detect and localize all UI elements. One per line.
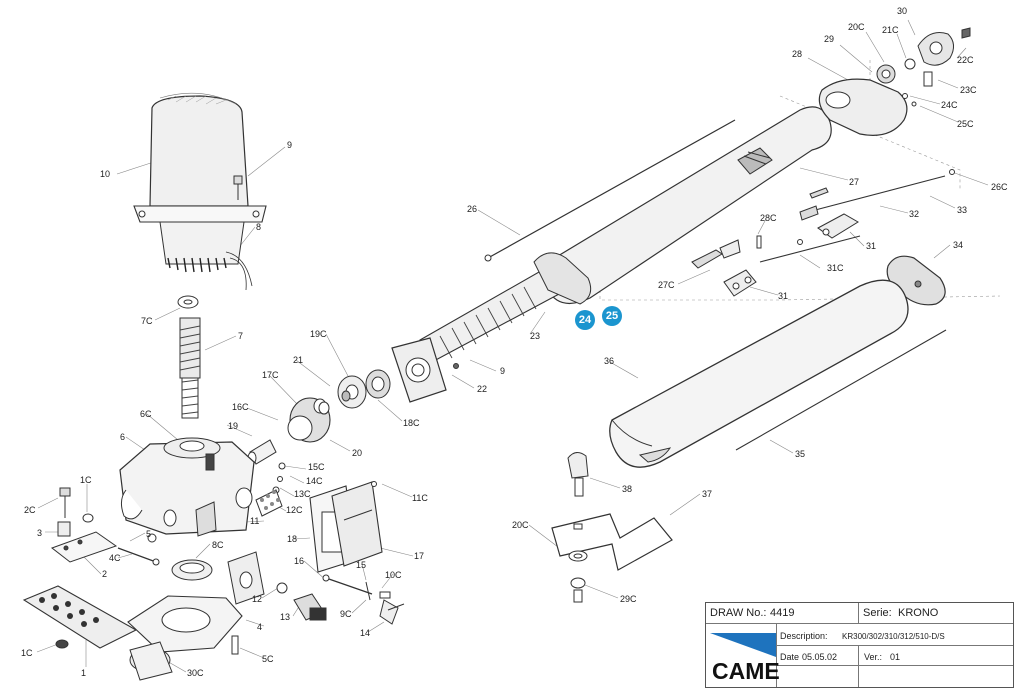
logo-text: CAME <box>712 658 780 684</box>
callout-30c: 30C <box>187 668 204 678</box>
callout-31-b: 31 <box>778 291 789 301</box>
callout-6: 6 <box>120 432 126 442</box>
callout-11c: 11C <box>412 493 428 503</box>
callout-9c: 9C <box>340 609 352 619</box>
callout-25c: 25C <box>957 119 974 129</box>
draw-number-value: 4419 <box>770 607 795 619</box>
callout-18c: 18C <box>403 418 420 428</box>
description-label: Description: <box>780 631 828 641</box>
callout-30: 30 <box>897 6 908 16</box>
callout-badge-24: 24 <box>575 310 595 330</box>
callout-29: 29 <box>824 34 835 44</box>
callout-4c: 4C <box>109 553 121 563</box>
callout-17: 17 <box>414 551 425 561</box>
callout-35: 35 <box>795 449 806 459</box>
callout-20c: 20C <box>848 22 865 32</box>
callout-14c: 14C <box>306 476 323 486</box>
callout-32: 32 <box>909 209 920 219</box>
callout-15: 15 <box>356 560 367 570</box>
callout-21c: 21C <box>882 25 899 35</box>
callout-33: 33 <box>957 205 968 215</box>
callout-23c: 23C <box>960 85 977 95</box>
callout-22: 22 <box>477 384 488 394</box>
callout-20c-bottom: 20C <box>512 520 529 530</box>
callout-10: 10 <box>100 169 111 179</box>
version-value: 01 <box>890 652 901 662</box>
callout-3: 3 <box>37 528 43 538</box>
callout-8c: 8C <box>212 540 224 550</box>
callout-7c: 7C <box>141 316 153 326</box>
callout-20: 20 <box>352 448 363 458</box>
callout-17c: 17C <box>262 370 279 380</box>
callout-37: 37 <box>702 489 713 499</box>
callout-36: 36 <box>604 356 615 366</box>
callout-14: 14 <box>360 628 371 638</box>
serie-label: Serie: <box>863 607 892 619</box>
leader-lines <box>36 19 989 673</box>
callout-13: 13 <box>280 612 291 622</box>
serie-value: KRONO <box>898 607 939 619</box>
callout-1: 1 <box>81 668 87 678</box>
callout-7: 7 <box>238 331 244 341</box>
callout-1c-top: 1C <box>80 475 92 485</box>
assembly-lines <box>599 60 1001 301</box>
callout-31-a: 31 <box>866 241 877 251</box>
callout-19: 19 <box>228 421 239 431</box>
callout-2: 2 <box>102 569 108 579</box>
callout-21: 21 <box>293 355 304 365</box>
callout-1c-bottom: 1C <box>21 648 33 658</box>
callout-16c: 16C <box>232 402 249 412</box>
callout-5: 5 <box>146 529 152 539</box>
callout-23: 23 <box>530 331 541 341</box>
callout-9-top: 9 <box>287 140 293 150</box>
callout-19c: 19C <box>310 329 327 339</box>
callout-16: 16 <box>294 556 305 566</box>
callout-26: 26 <box>467 204 478 214</box>
callout-11: 11 <box>250 516 260 526</box>
callout-6c: 6C <box>140 409 152 419</box>
callout-5c: 5C <box>262 654 274 664</box>
callout-9-mid: 9 <box>500 366 506 376</box>
callout-24c: 24C <box>941 100 958 110</box>
callout-27: 27 <box>849 177 860 187</box>
came-logo: CAME <box>710 633 780 685</box>
draw-number-label: DRAW No.: <box>710 607 767 619</box>
callout-27c: 27C <box>658 280 675 290</box>
callout-29c: 29C <box>620 594 637 604</box>
callout-26c: 26C <box>991 182 1008 192</box>
callout-12: 12 <box>252 594 263 604</box>
callout-10c: 10C <box>385 570 402 580</box>
callout-4: 4 <box>257 622 263 632</box>
callout-31c: 31C <box>827 263 844 273</box>
version-label: Ver.: <box>864 652 883 662</box>
description-value: KR300/302/310/312/510-D/S <box>842 632 945 641</box>
callout-38: 38 <box>622 484 633 494</box>
callout-34: 34 <box>953 240 964 250</box>
callout-2c: 2C <box>24 505 36 515</box>
callout-12c: 12C <box>286 505 303 515</box>
callout-18: 18 <box>287 534 298 544</box>
callout-13c: 13C <box>294 489 311 499</box>
callout-22c: 22C <box>957 55 974 65</box>
logo-mark-icon <box>710 633 776 657</box>
callout-badge-25: 25 <box>602 306 622 326</box>
date-value: 05.05.02 <box>802 652 838 662</box>
callout-15c: 15C <box>308 462 325 472</box>
title-block: DRAW No.: 4419 Serie: KRONO Description:… <box>705 602 1014 688</box>
callout-28: 28 <box>792 49 803 59</box>
callout-28c: 28C <box>760 213 777 223</box>
callout-8: 8 <box>256 222 262 232</box>
date-label: Date <box>780 652 800 662</box>
